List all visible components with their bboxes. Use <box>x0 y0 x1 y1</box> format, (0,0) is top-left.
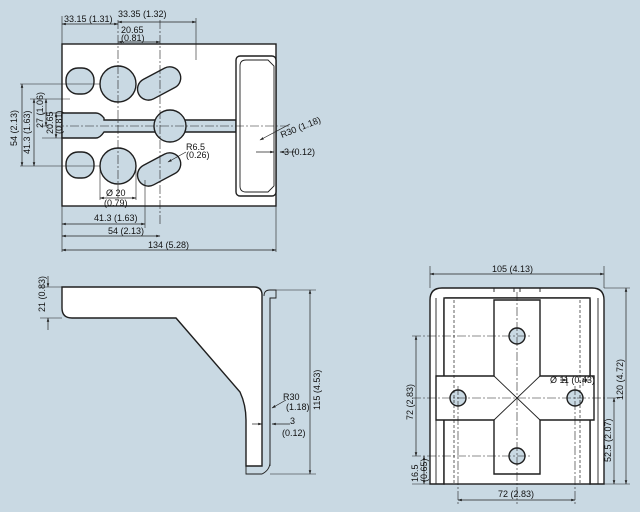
dim-41-3-horizontal-label: 41.3 (1.63) <box>94 213 138 223</box>
dim-54-vertical-label: 54 (2.13) <box>9 110 19 146</box>
dim-54-horizontal-label: 54 (2.13) <box>108 226 144 236</box>
side-view: 21 (0.83) 115 (4.53) R30 (1.18) 3 (0.12) <box>37 276 322 475</box>
dim-33-15-label: 33.15 (1.31) <box>64 14 113 24</box>
dim-d11-label: Ø 11 (0.43) <box>550 375 595 385</box>
dim-41-3-vertical-label: 41.3 (1.63) <box>22 110 32 154</box>
dim-16-5-inch: (0.65) <box>419 458 429 482</box>
dim-20-65-top-label: 20.65 <box>121 25 144 35</box>
side-view-profile <box>61 286 263 467</box>
dim-105-label: 105 (4.13) <box>492 264 533 274</box>
top-slot-angled-upper <box>136 66 182 101</box>
dim-134-label: 134 (5.28) <box>148 240 189 250</box>
top-slot-left-upper <box>65 67 95 95</box>
dim-3-side-label: 3 <box>290 416 295 426</box>
dim-72-horizontal-label: 72 (2.83) <box>498 489 534 499</box>
dim-r30-side-inch: (1.18) <box>286 402 310 412</box>
dim-d20-label: Ø 20 <box>106 188 126 198</box>
dim-20-65-vertical-label: 20.65 <box>45 111 55 134</box>
top-slot-left-lower <box>65 151 95 179</box>
dim-3-top-label: 3 (0.12) <box>284 147 315 157</box>
dim-72-vertical-label: 72 (2.83) <box>405 384 415 420</box>
dim-27-vertical-label: 27 (1.06) <box>35 92 45 128</box>
front-view: 105 (4.13) 120 (4.72) 52.5 (2.07) 72 (2.… <box>405 264 630 504</box>
dim-20-65-top-inch: (0.81) <box>121 33 145 43</box>
dim-d20-inch: (0.79) <box>104 198 128 208</box>
dim-16-5-label: 16.5 <box>410 464 420 482</box>
dim-115-label: 115 (4.53) <box>312 370 322 410</box>
top-view: 33.15 (1.31) 33.35 (1.32) 20.65 (0.81) 5… <box>9 9 322 252</box>
dim-r6-5-inch: (0.26) <box>186 150 210 160</box>
dim-120-label: 120 (4.72) <box>615 359 625 400</box>
dim-33-35-label: 33.35 (1.32) <box>118 9 167 19</box>
dim-52-5-label: 52.5 (2.07) <box>603 418 613 462</box>
dim-3-side-inch: (0.12) <box>282 428 306 438</box>
dim-r6-5-label: R6.5 <box>186 142 205 152</box>
dim-r30-side-label: R30 <box>283 392 300 402</box>
dim-21-label: 21 (0.83) <box>37 276 47 312</box>
dim-20-65-vertical-inch: (0.81) <box>54 110 64 134</box>
dim-r30-top-label: R30 (1.18) <box>279 115 322 140</box>
